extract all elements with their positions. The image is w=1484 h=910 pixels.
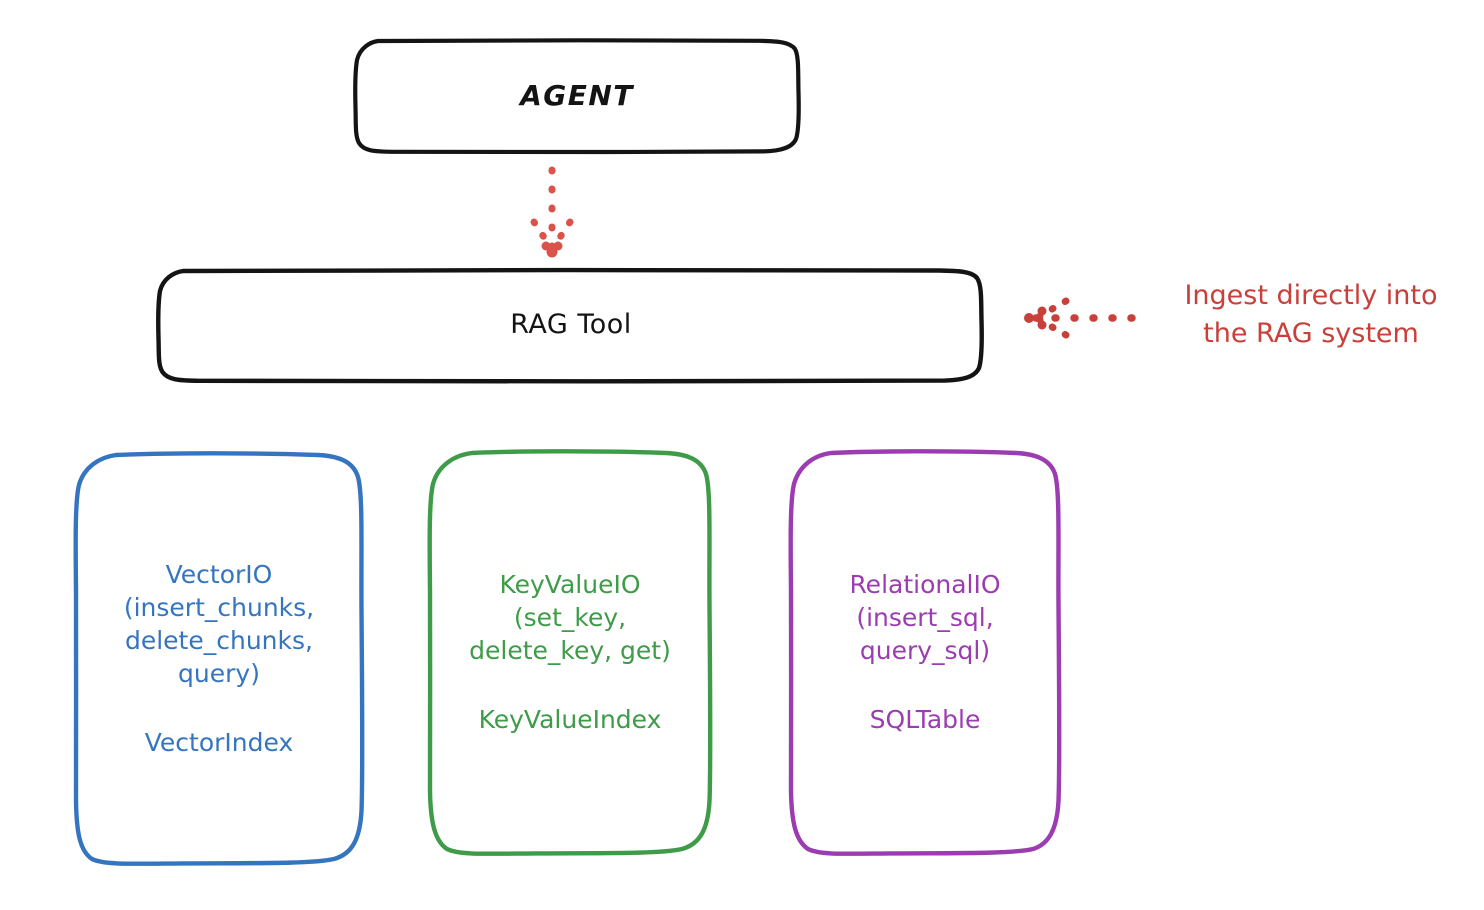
node-agent[interactable]: AGENT	[352, 38, 802, 155]
vector-io-subtitle: VectorIndex	[144, 728, 294, 757]
connector-ingest-to-rag-tool	[1024, 297, 1140, 339]
ingest-annotation-text: Ingest directly into the RAG system	[1184, 280, 1438, 350]
node-vector-io[interactable]: VectorIO (insert_chunks, delete_chunks, …	[72, 451, 366, 866]
agent-label: AGENT	[520, 79, 634, 113]
node-keyvalue-io[interactable]: KeyValueIO (set_key, delete_key, get) Ke…	[426, 449, 714, 856]
vector-io-title: VectorIO (insert_chunks, delete_chunks, …	[123, 560, 315, 688]
node-relational-io[interactable]: RelationalIO (insert_sql, query_sql) SQL…	[787, 449, 1063, 856]
connector-agent-to-rag-tool	[530, 166, 574, 258]
relational-io-subtitle: SQLTable	[869, 704, 981, 734]
rag-tool-label: RAG Tool	[510, 308, 632, 340]
relational-io-title: RelationalIO (insert_sql, query_sql)	[849, 569, 1001, 665]
keyvalue-io-title: KeyValueIO (set_key, delete_key, get)	[469, 569, 671, 665]
keyvalue-io-subtitle: KeyValueIndex	[478, 704, 662, 734]
node-rag-tool[interactable]: RAG Tool	[155, 267, 987, 384]
